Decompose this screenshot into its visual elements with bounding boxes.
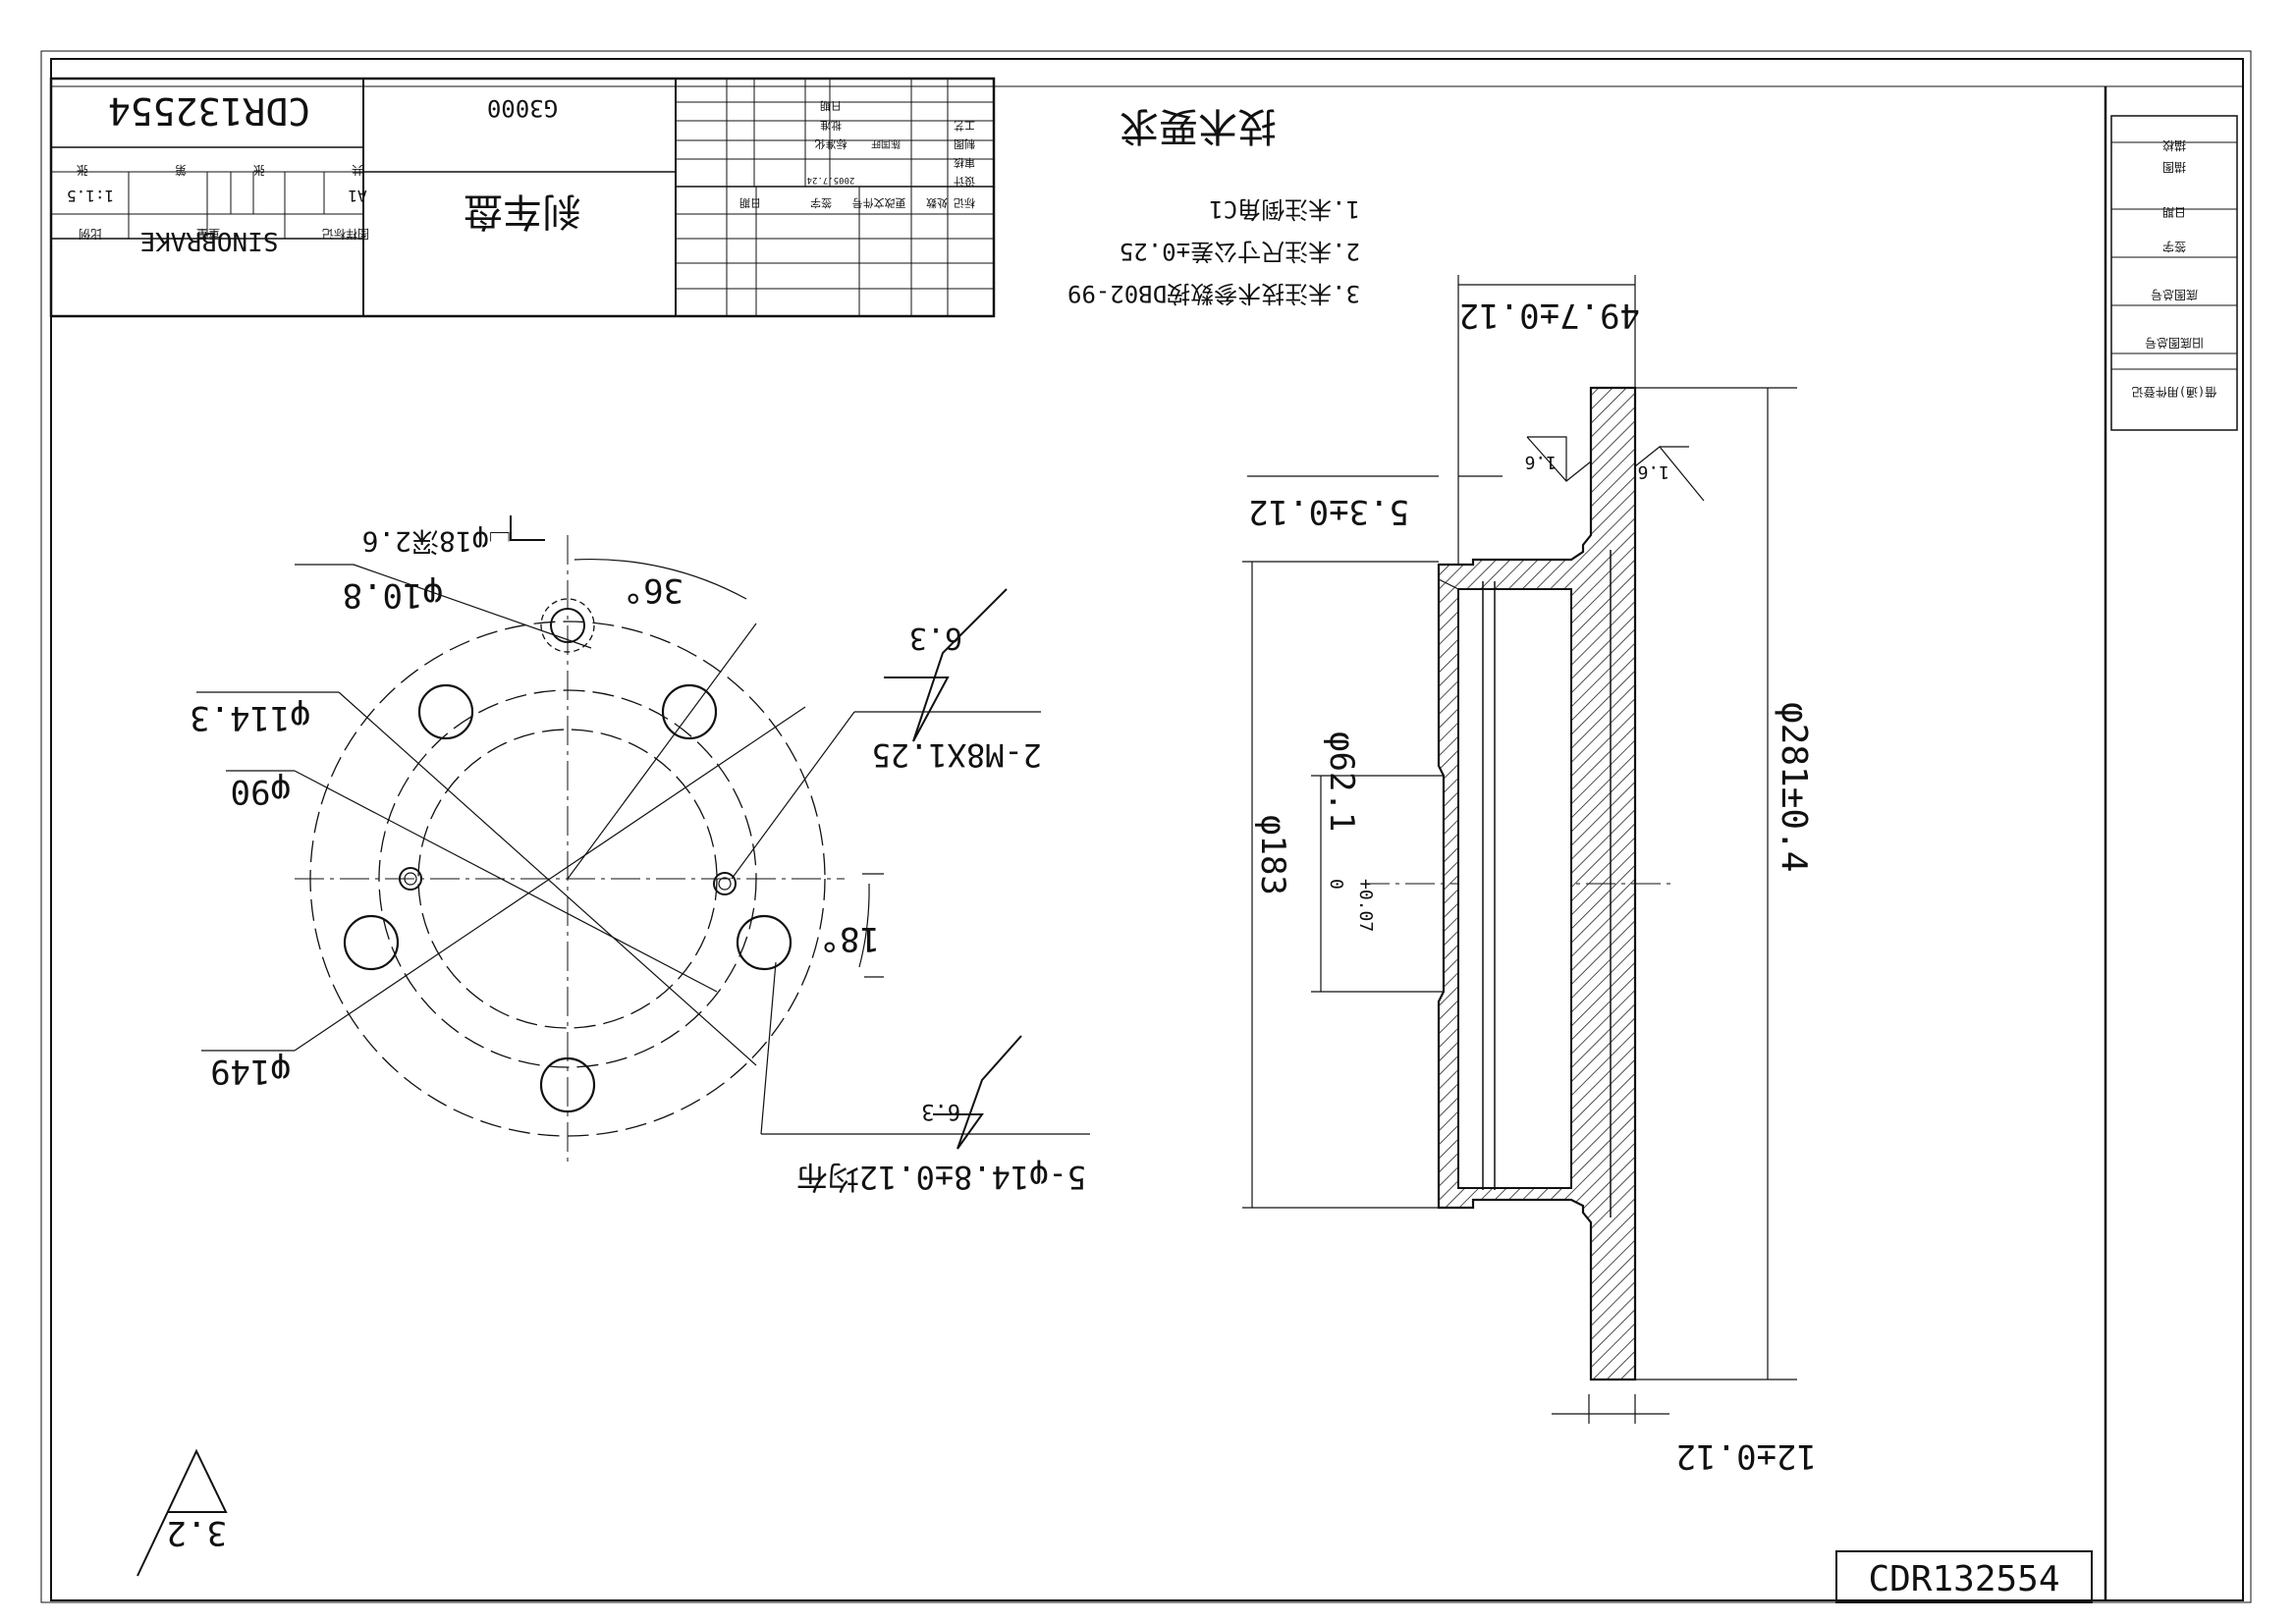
bolt-hole [343,914,400,971]
counterbore-inner [550,608,585,643]
role-draw: 制图 [954,137,975,150]
dim-d62-tol-lower: 0 [1326,879,1346,890]
front-view-dims: φ114.3 φ90 φ149 φ10.8 ⌴φ18深2.6 36° 18° 2… [167,525,1086,1552]
side-strip-item: 描图 [2162,160,2186,174]
rough-bottom: 6.3 [921,1099,960,1123]
dim-d10-8: φ10.8 [343,575,443,615]
dim-flange-thickness: 12±0.12 [1676,1436,1817,1476]
dim-d149: φ149 [210,1052,291,1091]
rev-count: 处数 [926,196,948,209]
sheet-total-label: 共 [352,163,363,177]
dim-d62: φ62.1 [1322,731,1361,832]
side-strip: 借(通)用件登记 旧底图总号 底图总号 签字 日期 描图 描校 [2110,115,2238,431]
tech-req-item: 1.未注倒角C1 [1209,195,1360,223]
dim-d90: φ90 [231,772,291,811]
section-view [1242,275,1797,1424]
dim-d281: φ281±0.4 [1774,702,1814,872]
dim-hat-thickness: 5.3±0.12 [1248,492,1409,531]
bolt-hole [539,1056,596,1113]
dim-holes: 5-φ14.8±0.12均布 [796,1159,1086,1196]
company-name: SINOBRAKE [140,226,279,255]
dim-counterbore: ⌴φ18深2.6 [361,525,511,558]
bolt-hole [661,683,718,740]
tech-req-heading: 技术要求 [1120,103,1277,148]
dim-d114: φ114.3 [190,698,310,737]
drawing-number: CDR132554 [108,89,310,133]
dim-overall-height: 49.7±0.12 [1459,296,1640,335]
rough-top: 6.3 [909,621,962,655]
rev-sign: 签字 [810,196,832,210]
side-strip-item: 签字 [2162,240,2186,254]
rev-date: 日期 [739,196,761,209]
side-strip-item: 借(通)用件登记 [2132,385,2216,400]
pilot-circle-90 [417,729,718,1029]
col-weight: 重量 [196,227,220,241]
title-block [49,77,996,318]
sheet-size: A1 [348,187,366,205]
bottom-stamp: CDR132554 [1835,1550,2093,1603]
col-scale: 比例 [79,227,102,241]
counterbore-outer [540,598,595,653]
dim-d62-tol-upper: +0.07 [1355,879,1376,932]
role-approve: 批准 [820,119,842,133]
side-strip-item: 底图总号 [2151,288,2198,302]
role-check: 审核 [954,156,975,170]
design-date: 2005.7.24 [807,175,855,185]
outer-circle-149 [309,621,826,1137]
dim-d183: φ183 [1253,815,1292,895]
side-strip-item: 日期 [2162,205,2186,219]
section-view-dims: 49.7±0.12 5.3±0.12 12±0.12 1.6 1.6 [1248,296,1817,1476]
dim-angle-18: 18° [820,919,880,958]
rough-section-1: 1.6 [1524,452,1557,472]
model-code: G3000 [487,94,558,122]
front-view [137,515,1090,1577]
bolt-hole [417,683,474,740]
dim-thread: 2-M8X1.25 [872,736,1042,774]
role-process: 工艺 [954,119,975,132]
thread-hole [713,872,737,895]
bolt-holes [343,683,793,1113]
designer: 陈国旺 [871,137,901,150]
rev-file: 更改文件号 [852,196,906,210]
tech-req-item: 2.未注尺寸公差±0.25 [1120,238,1360,265]
pcd-circle-114 [378,689,757,1068]
col-stage-mark: 图样标记 [322,227,369,242]
rough-general: 3.2 [167,1513,227,1552]
role-std: 标准化 [815,137,847,151]
rough-section-2: 1.6 [1637,461,1669,482]
dim-angle-36: 36° [624,570,683,610]
rev-mark: 标记 [954,196,975,210]
part-name: 刹车盘 [464,189,581,234]
bottom-stamp-text: CDR132554 [1868,1559,2059,1599]
bolt-hole [736,914,793,971]
scale-value: 1:1.5 [67,187,114,205]
sheet-index-label2: 张 [77,163,88,177]
thread-hole [399,867,422,891]
tech-req-item: 3.未注技术参数按DB02-99 [1067,280,1360,307]
sheet-frame [40,50,2252,1603]
side-strip-item: 描校 [2162,138,2186,153]
role-design: 设计 [954,175,975,188]
side-strip-item: 旧底图总号 [2145,336,2204,351]
sheet-label: 张 [253,163,265,177]
date-label: 日期 [820,99,842,112]
sheet-index-label: 第 [175,163,187,177]
